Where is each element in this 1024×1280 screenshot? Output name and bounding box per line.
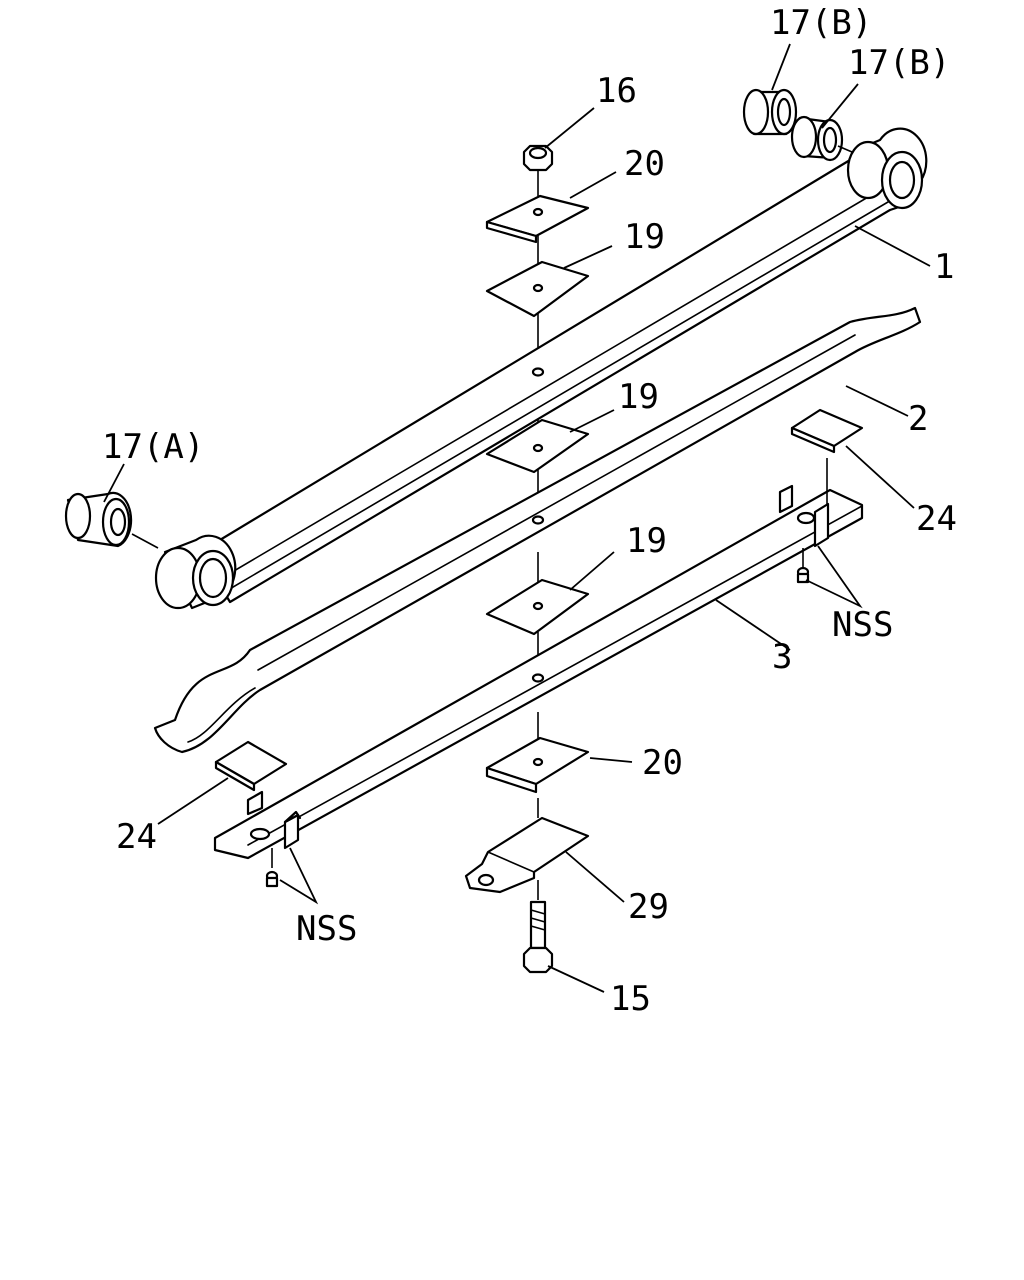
slot-left <box>249 827 271 841</box>
rebound-clip-right <box>778 484 830 584</box>
callout-label: 19 <box>626 521 667 561</box>
bracket-29 <box>464 816 590 900</box>
callout-label: 29 <box>628 887 669 927</box>
callout-label: 20 <box>624 144 665 184</box>
plate-20-upper <box>485 194 590 244</box>
leader-lines <box>103 43 931 993</box>
nut-16 <box>522 144 554 172</box>
callout-label: NSS <box>296 909 357 949</box>
pad-24-left <box>214 740 288 792</box>
bushing-17b-upper <box>742 88 798 136</box>
shim-19-c <box>485 578 590 636</box>
callout-label: 2 <box>908 399 928 439</box>
callout-label: 17(A) <box>102 427 204 467</box>
callout-label: 19 <box>624 217 665 257</box>
center-hole-leaf-3 <box>531 673 545 683</box>
callout-label: 17(B) <box>848 43 950 83</box>
eye-bushing-left <box>154 534 237 610</box>
callout-label: 19 <box>618 377 659 417</box>
pad-24-right <box>790 408 864 505</box>
callout-label: 16 <box>596 71 637 111</box>
bushing-17a <box>64 491 159 549</box>
slot-right <box>796 511 816 525</box>
leaf-spring-2 <box>153 306 922 754</box>
bushing-17b-lower <box>790 115 853 162</box>
plate-20-lower <box>485 736 590 794</box>
callout-label: 1 <box>934 247 954 287</box>
callout-label: 24 <box>916 499 957 539</box>
callout-labels: 17(B) 17(B) 16 20 19 1 19 2 17(A) 24 19 … <box>102 3 957 1019</box>
callout-label: 17(B) <box>770 3 872 43</box>
leaf-spring-3 <box>213 488 864 860</box>
center-hole-leaf-1 <box>531 367 545 377</box>
center-hole-leaf-2 <box>531 515 545 525</box>
shim-19-a <box>485 260 590 318</box>
callout-label: 15 <box>610 979 651 1019</box>
eye-bushing-right <box>846 127 928 210</box>
callout-label: 20 <box>642 743 683 783</box>
callout-label: 3 <box>772 637 792 677</box>
callout-label: NSS <box>832 605 893 645</box>
callout-label: 24 <box>116 817 157 857</box>
rebound-clip-left <box>246 790 302 888</box>
bolt-15 <box>522 900 554 974</box>
shim-19-b <box>485 418 590 474</box>
